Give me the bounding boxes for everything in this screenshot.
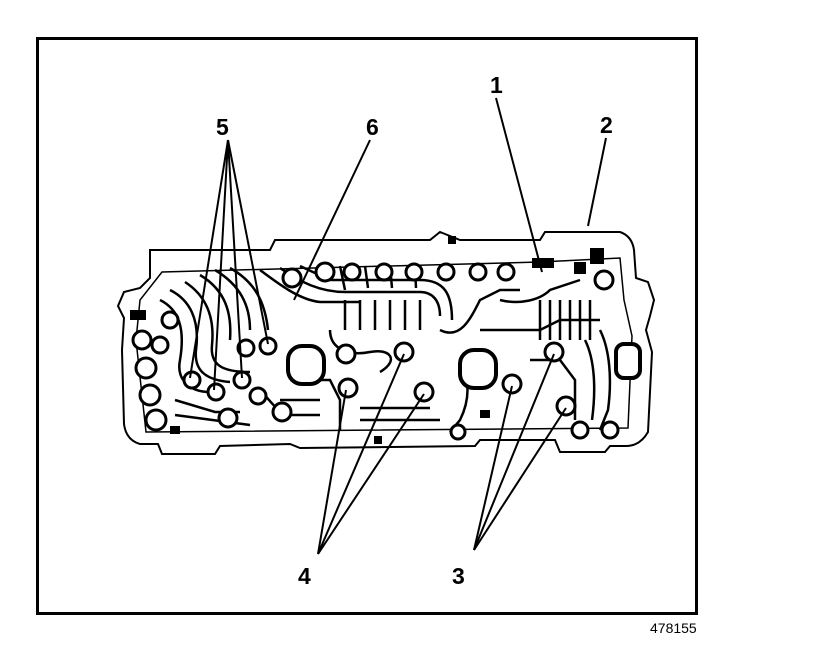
callout-6: 6 [366, 114, 379, 140]
leader-lines [189, 97, 607, 555]
component-marks [130, 236, 604, 444]
callout-3: 3 [452, 563, 465, 589]
callout-2: 2 [600, 112, 613, 138]
callout-4: 4 [298, 563, 311, 589]
diagram-frame [36, 37, 698, 615]
callout-5: 5 [216, 114, 229, 140]
circuit-traces [159, 264, 612, 433]
gauge-openings [286, 342, 642, 390]
callout-1: 1 [490, 72, 503, 98]
figure-id: 478155 [650, 620, 697, 636]
circuit-board-outline [116, 230, 656, 455]
